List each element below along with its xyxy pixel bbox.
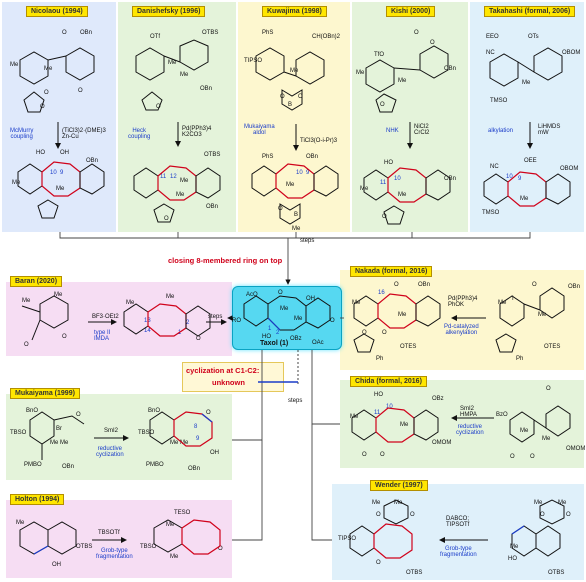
author-tag-wender: Wender (1997)	[370, 480, 428, 491]
structure-chida-prod	[351, 407, 439, 443]
reagent-takahashi: LiHMDS mW	[538, 124, 561, 136]
structure-mukaiyama-sm	[29, 411, 85, 460]
question-title: cyclization at C1-C2:	[186, 366, 260, 375]
author-tag-mukaiyama: Mukaiyama (1999)	[10, 388, 80, 399]
structure-baran-prod	[123, 303, 211, 337]
structure-nakada-sm	[495, 287, 565, 353]
structure-nakada-prod	[353, 293, 441, 353]
method-holton: Grob-type fragmentation	[96, 548, 133, 560]
author-tag-kuwajima: Kuwajima (1998)	[262, 6, 327, 17]
structure-nicolaou-sm	[19, 47, 95, 113]
author-tag-baran: Baran (2020)	[10, 276, 63, 287]
structure-wender-prod	[349, 499, 413, 559]
panel-danishefsky	[118, 2, 236, 232]
author-tag-kishi: Kishi (2000)	[386, 6, 436, 17]
reagent-nakada: Pd(PPh3)4 PhOK	[448, 296, 478, 308]
connector-lines-top	[59, 232, 531, 285]
method-baran: type II IMDA	[94, 330, 111, 342]
steps-top: steps	[300, 238, 315, 244]
panel-holton	[6, 500, 232, 578]
author-tag-takahashi: Takahashi (formal, 2006)	[484, 6, 576, 17]
question-box	[182, 362, 284, 392]
reagent-kuwajima: TiCl3(O-i-Pr)3	[300, 138, 338, 144]
structure-takahashi-prod	[483, 171, 571, 207]
panel-kishi	[352, 2, 468, 232]
steps-baran: steps	[208, 314, 223, 320]
structure-mukaiyama-prod	[149, 411, 213, 447]
method-chida: reductive cyclization	[456, 424, 484, 436]
structure-baran-sm	[21, 295, 69, 341]
reagent-baran: BF3·OEt2	[92, 314, 119, 320]
reagent-wender: DABCO; TIPSOTf	[446, 516, 470, 528]
reagent-nicolaou: (TiCl3)2·(DME)3 Zn-Cu	[62, 128, 106, 140]
reagent-holton: TBSOTf	[98, 530, 120, 536]
method-nicolaou: McMurry coupling	[10, 128, 34, 140]
method-kishi: NHK	[386, 128, 399, 134]
author-tag-danishefsky: Danishefsky (1996)	[132, 6, 206, 17]
taxol-label: Taxol (1)	[260, 340, 289, 347]
structure-kishi-prod	[363, 167, 451, 225]
method-takahashi: alkylation	[488, 128, 514, 134]
author-tag-chida: Chida (formal, 2016)	[350, 376, 427, 387]
closing-ring-caption: closing 8-membered ring on top	[168, 256, 283, 265]
panel-nicolaou	[2, 2, 116, 232]
reagent-danishefsky: Pd(PPh3)4 K2CO3	[182, 126, 212, 138]
structure-chida-sm	[509, 405, 571, 443]
connector-lines-right	[311, 317, 344, 541]
author-tag-holton: Holton (1994)	[10, 494, 65, 505]
panel-baran	[6, 282, 232, 356]
author-tag-nakada: Nakada (formal, 2016)	[350, 266, 433, 277]
reagent-chida: SmI2 HMPA	[460, 406, 477, 418]
structure-kuwajima-prod	[251, 163, 339, 225]
panel-wender	[332, 484, 584, 580]
method-mukaiyama: reductive cyclization	[96, 446, 124, 458]
structure-holton-sm	[19, 521, 77, 555]
structure-nicolaou-prod	[17, 161, 105, 219]
author-tag-nicolaou: Nicolaou (1994)	[26, 6, 88, 17]
structure-danishefsky-sm	[135, 39, 209, 111]
structure-kishi-sm	[365, 45, 449, 113]
reaction-arrows-top	[55, 122, 533, 151]
method-wender: Grob-type fragmentation	[440, 546, 477, 558]
structure-kuwajima-sm	[255, 47, 325, 111]
question-sub: unknown	[212, 378, 245, 387]
structure-wender-sm	[511, 499, 565, 557]
structure-danishefsky-prod	[133, 165, 221, 223]
structure-holton-prod	[153, 519, 221, 555]
connector-lines-left	[227, 315, 263, 541]
panel-takahashi	[470, 2, 584, 232]
reagent-mukaiyama: SmI2	[104, 428, 119, 434]
panel-mukaiyama	[6, 394, 232, 480]
steps-right: steps	[288, 398, 303, 404]
structure-takahashi-sm	[489, 47, 563, 87]
panel-chida	[340, 380, 584, 468]
panel-kuwajima	[238, 2, 350, 232]
structure-taxol	[243, 295, 331, 331]
method-danishefsky: Heck coupling	[128, 128, 151, 140]
method-kuwajima: Mukaiyama aldol	[244, 124, 275, 136]
method-nakada: Pd-catalyzed alkenylation	[444, 324, 479, 336]
reaction-arrows-side	[88, 315, 494, 543]
reagent-kishi: NiCl2 CrCl2	[414, 124, 430, 136]
